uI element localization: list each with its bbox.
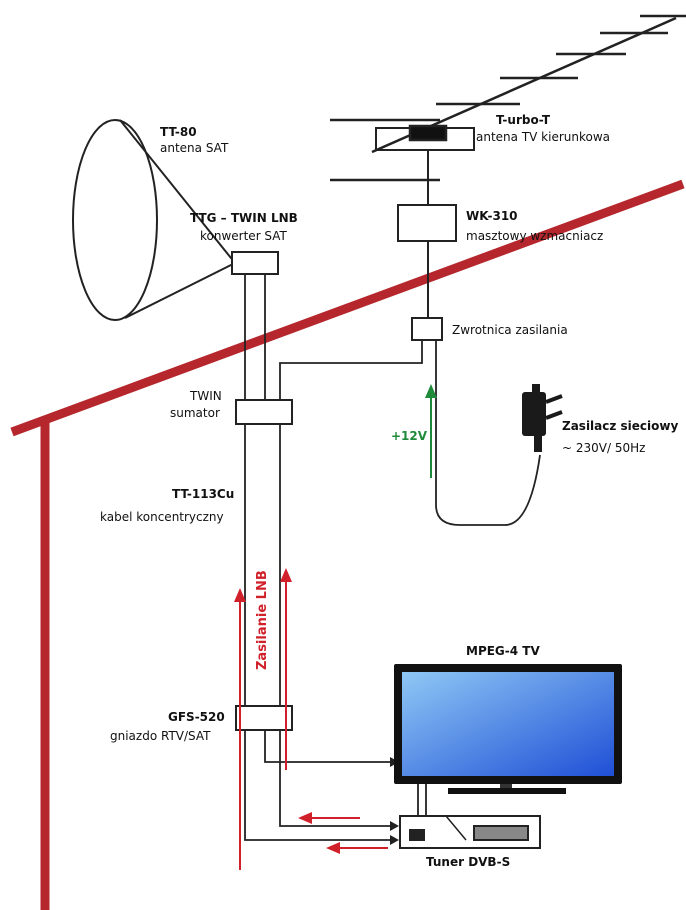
antenna-model-label: T-urbo-T bbox=[496, 113, 551, 127]
twin-lnb bbox=[231, 251, 279, 275]
socket-desc-label: gniazdo RTV/SAT bbox=[110, 729, 211, 743]
combiner-line2-label: sumator bbox=[170, 406, 220, 420]
dish-model-label: TT-80 bbox=[160, 125, 197, 139]
cable-desc-label: kabel koncentryczny bbox=[100, 510, 224, 524]
dish-reflector bbox=[72, 119, 158, 321]
antenna-connector bbox=[408, 124, 448, 142]
tuner-label: Tuner DVB-S bbox=[426, 855, 510, 869]
voltage-arrow bbox=[425, 384, 437, 478]
tv-screen bbox=[402, 672, 614, 776]
dish-arm bbox=[124, 262, 236, 319]
lnb-power-arrows bbox=[234, 568, 388, 870]
tv-label: MPEG-4 TV bbox=[466, 644, 540, 658]
roof bbox=[10, 179, 685, 910]
coax-cables bbox=[244, 274, 541, 841]
antenna-desc-label: antena TV kierunkowa bbox=[476, 130, 610, 144]
mast-amplifier bbox=[397, 204, 457, 242]
combiner-line1-label: TWIN bbox=[189, 389, 222, 403]
psu-desc-label: ~ 230V/ 50Hz bbox=[562, 441, 645, 455]
tv-set bbox=[394, 664, 622, 794]
amp-model-label: WK-310 bbox=[466, 209, 518, 223]
tuner-arrowhead-1 bbox=[390, 821, 399, 831]
tv-stand bbox=[448, 788, 566, 794]
power-splitter bbox=[411, 317, 443, 341]
satellite-dish bbox=[72, 119, 236, 321]
tuner-arrowhead-2 bbox=[390, 835, 399, 845]
twin-combiner bbox=[235, 399, 293, 425]
voltage-label: +12V bbox=[391, 429, 428, 443]
cable-model-label: TT-113Cu bbox=[172, 487, 234, 501]
dish-arm-top bbox=[119, 119, 236, 264]
amp-desc-label: masztowy wzmacniacz bbox=[466, 229, 603, 243]
lnb-desc-label: konwerter SAT bbox=[200, 229, 288, 243]
yagi-antenna bbox=[330, 14, 686, 205]
dish-desc-label: antena SAT bbox=[160, 141, 229, 155]
roof-line bbox=[10, 179, 685, 437]
lnb-model-label: TTG – TWIN LNB bbox=[190, 211, 298, 225]
labels: TT-80 antena SAT T-urbo-T antena TV kier… bbox=[100, 113, 678, 869]
splitter-label: Zwrotnica zasilania bbox=[452, 323, 568, 337]
wall-socket bbox=[235, 705, 293, 731]
lnb-power-label: Zasilanie LNB bbox=[255, 570, 270, 670]
tuner-box bbox=[399, 815, 541, 849]
socket-model-label: GFS-520 bbox=[168, 710, 225, 724]
power-adapter bbox=[522, 384, 563, 452]
psu-title-label: Zasilacz sieciowy bbox=[562, 419, 678, 433]
